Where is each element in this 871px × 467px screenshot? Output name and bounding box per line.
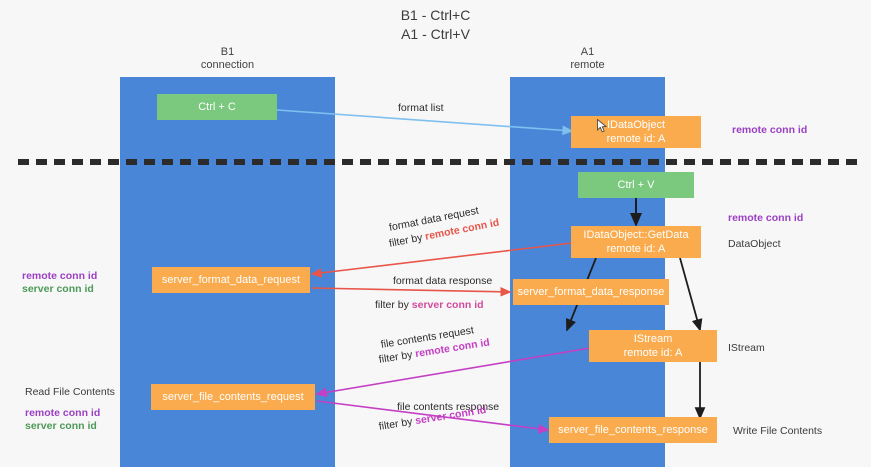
node-server-file-contents-request[interactable]: server_file_contents_request xyxy=(151,384,315,410)
edge-label-format-data-response-filter: filter by server conn id xyxy=(375,299,484,312)
edge-label-file-contents-response: file contents response xyxy=(397,401,500,413)
right-label-write-file-contents: Write File Contents xyxy=(733,425,823,437)
arrow-format-data-response xyxy=(311,287,512,297)
lane-heading-a1: A1 remote xyxy=(570,46,605,71)
filter-prefix: filter by xyxy=(378,415,417,433)
node-idataobject-getdata[interactable]: IDataObject::GetData remote id: A xyxy=(571,226,701,258)
node-ctrl-v[interactable]: Ctrl + V xyxy=(578,172,694,198)
node-server-format-data-response[interactable]: server_format_data_response xyxy=(513,279,669,305)
right-label-remote-conn-id-mid: remote conn id xyxy=(728,212,804,224)
node-idataobject[interactable]: IDataObject remote id: A xyxy=(571,116,701,148)
left-label-server-conn-id-bottom: server conn id xyxy=(25,420,97,432)
left-label-remote-conn-id-bottom: remote conn id xyxy=(25,407,101,419)
node-istream[interactable]: IStream remote id: A xyxy=(589,330,717,362)
lane-heading-b1: B1 connection xyxy=(200,46,255,71)
left-label-read-file-contents: Read File Contents xyxy=(25,386,115,398)
node-server-format-data-request[interactable]: server_format_data_request xyxy=(152,267,310,293)
edge-label-format-data-response: format data response xyxy=(393,275,493,287)
filter-prefix: filter by xyxy=(375,299,412,311)
arrow-response-istream xyxy=(679,257,703,332)
mouse-cursor-icon xyxy=(597,119,608,133)
right-label-dataobject: DataObject xyxy=(728,238,781,250)
left-label-server-conn-id-mid: server conn id xyxy=(22,283,94,295)
right-label-istream: IStream xyxy=(728,342,765,354)
left-label-remote-conn-id-mid: remote conn id xyxy=(22,270,98,282)
edge-label-format-list: format list xyxy=(398,102,444,114)
filter-value: server conn id xyxy=(411,299,484,311)
right-label-remote-conn-id-top: remote conn id xyxy=(732,124,808,136)
diagram-title: B1 - Ctrl+C A1 - Ctrl+V xyxy=(400,7,471,42)
node-server-file-contents-response[interactable]: server_file_contents_response xyxy=(549,417,717,443)
node-ctrl-c[interactable]: Ctrl + C xyxy=(157,94,277,120)
